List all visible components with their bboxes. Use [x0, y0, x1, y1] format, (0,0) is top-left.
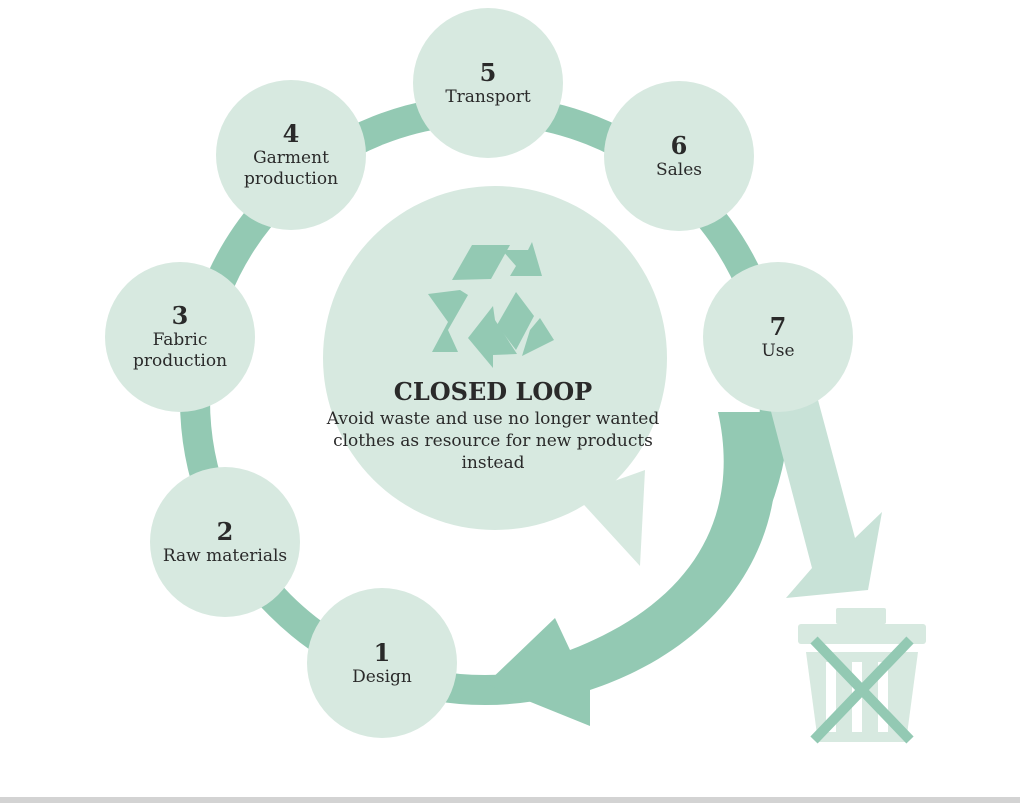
stage-label: Transport	[445, 86, 531, 107]
stage-number: 1	[373, 637, 391, 667]
stage-7-use: 7 Use	[703, 262, 853, 412]
stage-5-transport: 5 Transport	[413, 8, 563, 158]
stage-1-design: 1 Design	[307, 588, 457, 738]
stage-2-raw-materials: 2 Raw materials	[150, 467, 300, 617]
bottom-divider	[0, 797, 1020, 803]
stage-3-fabric-production: 3 Fabric production	[105, 262, 255, 412]
stage-4-garment-production: 4 Garment production	[216, 80, 366, 230]
stage-number: 6	[670, 130, 688, 160]
stage-label: Use	[761, 340, 795, 361]
stage-label: Design	[352, 666, 412, 687]
recycle-icon	[428, 242, 554, 368]
stage-number: 2	[216, 516, 234, 546]
closed-loop-title: CLOSED LOOP	[393, 377, 593, 406]
stage-number: 4	[282, 119, 300, 148]
stage-label: Sales	[655, 159, 702, 180]
exit-arrow	[768, 400, 882, 598]
stage-number: 5	[479, 57, 497, 87]
closed-loop-description: Avoid waste and use no longer wanted clo…	[326, 409, 660, 473]
trash-bin-icon	[798, 608, 926, 744]
stage-label: Raw materials	[162, 545, 288, 566]
closed-loop-text: CLOSED LOOP Avoid waste and use no longe…	[318, 376, 668, 474]
stage-label: Garment production	[243, 148, 339, 189]
stage-number: 7	[769, 311, 787, 341]
stage-number: 3	[171, 301, 189, 330]
return-arrow	[486, 412, 777, 726]
stage-6-sales: 6 Sales	[604, 81, 754, 231]
speech-bubble	[323, 186, 667, 566]
stage-label: Fabric production	[132, 330, 228, 371]
